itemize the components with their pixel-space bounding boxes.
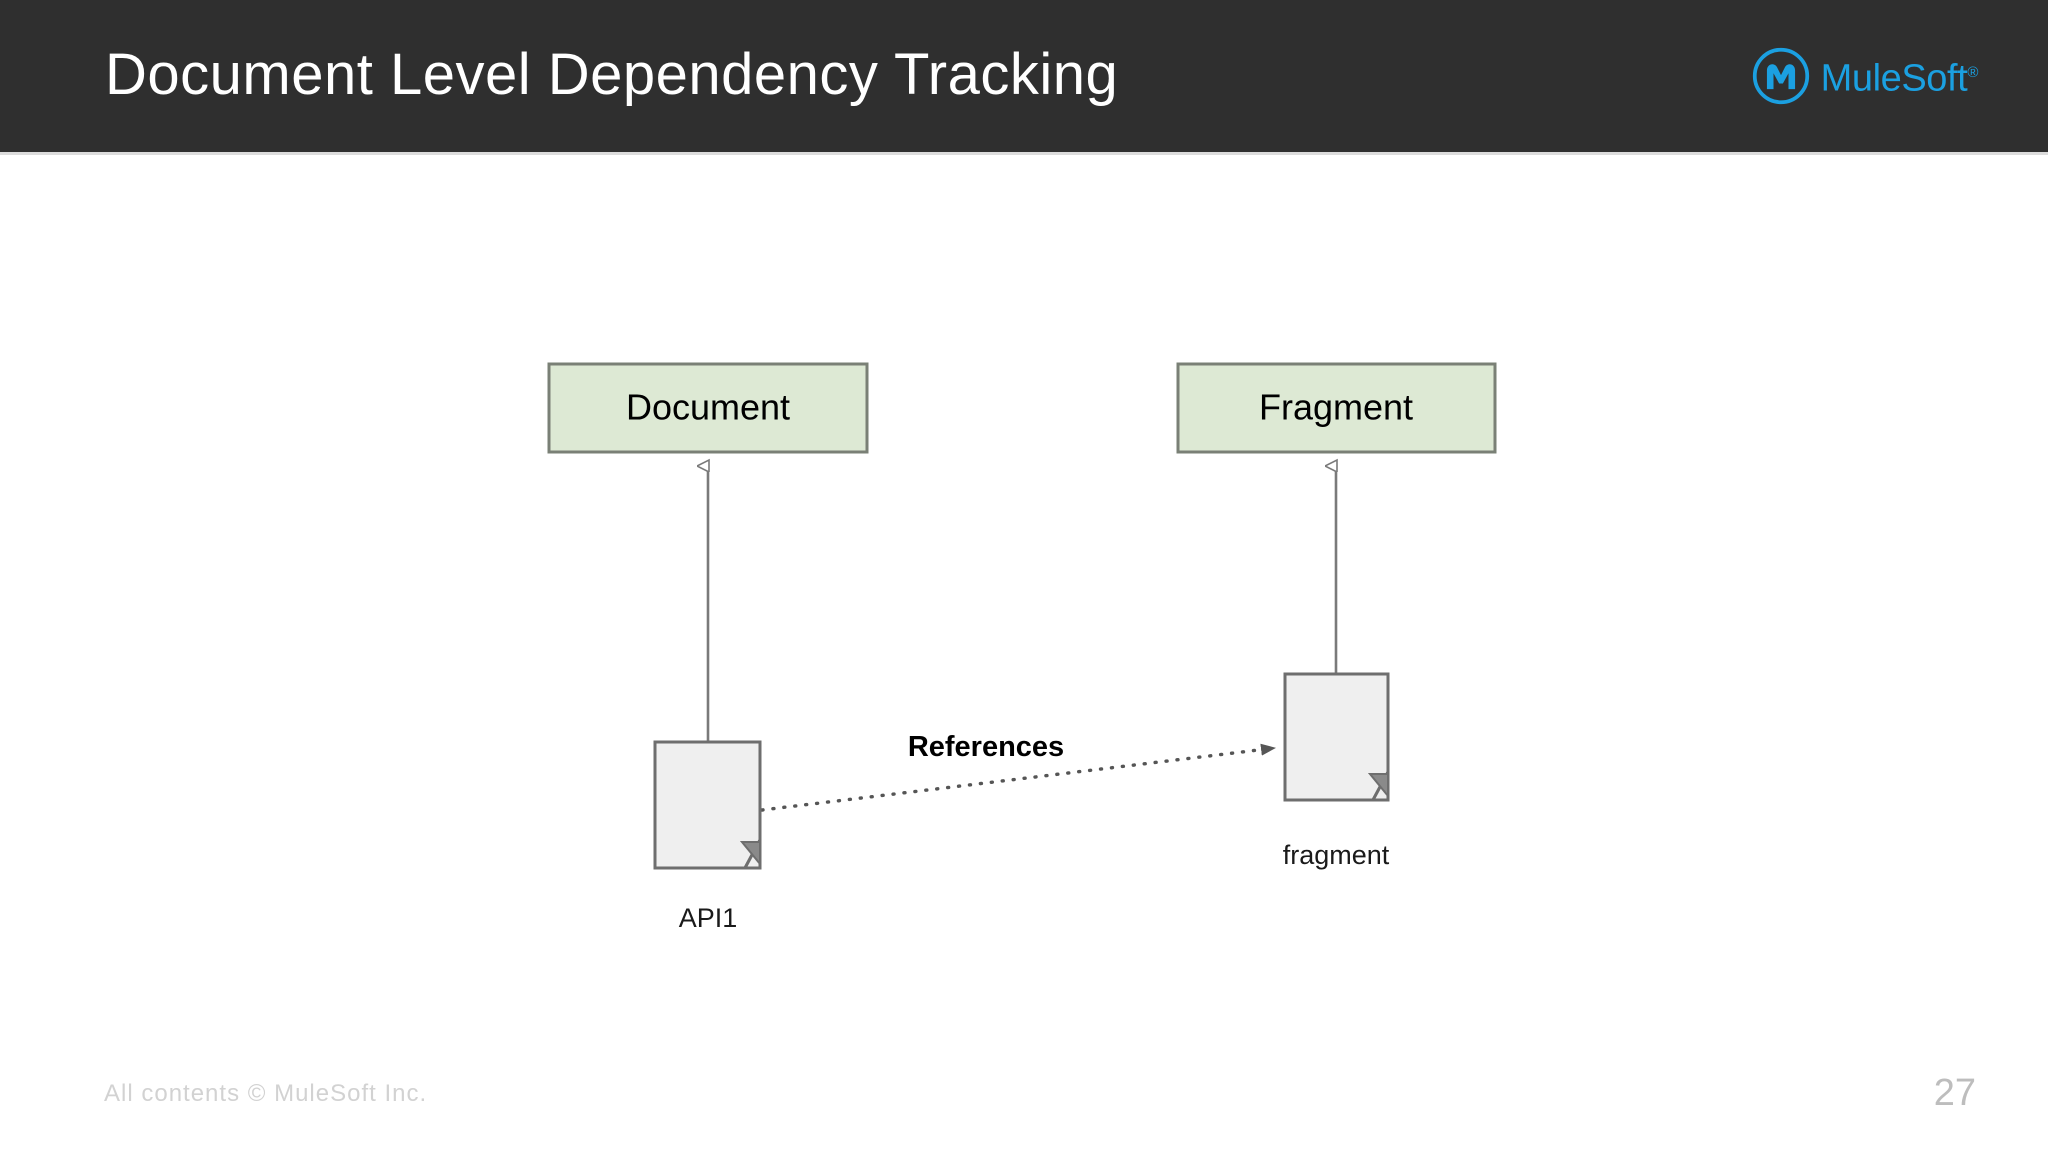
artifact-fragment-label: fragment bbox=[1283, 840, 1390, 870]
dependency-label-references: References bbox=[908, 731, 1064, 763]
logo-wordmark: MuleSoft bbox=[1820, 57, 1968, 100]
uml-class-fragment: Fragment bbox=[1176, 362, 1497, 454]
footer-copyright: All contents © MuleSoft Inc. bbox=[104, 1080, 428, 1107]
logo-trademark: ® bbox=[1967, 64, 1978, 82]
uml-dependency-diagram: Document Fragment References bbox=[0, 152, 2048, 1052]
dependency-references: References bbox=[760, 731, 1277, 812]
uml-class-document-label: Document bbox=[626, 387, 790, 428]
mulesoft-logo: MuleSoft® bbox=[1751, 46, 1978, 106]
artifact-api1-label: API1 bbox=[679, 903, 738, 933]
slide-header-bar bbox=[0, 0, 2048, 152]
mulesoft-logo-mark-icon bbox=[1751, 46, 1811, 106]
uml-class-document: Document bbox=[547, 362, 869, 454]
artifact-fragment: fragment bbox=[1283, 672, 1390, 870]
uml-class-fragment-label: Fragment bbox=[1259, 387, 1413, 428]
artifact-api1: API1 bbox=[653, 740, 762, 933]
mulesoft-logo-text: MuleSoft® bbox=[1820, 53, 1979, 100]
page-title: Document Level Dependency Tracking bbox=[105, 42, 1119, 107]
page-number: 27 bbox=[1933, 1072, 1976, 1114]
header-divider bbox=[0, 152, 2048, 155]
